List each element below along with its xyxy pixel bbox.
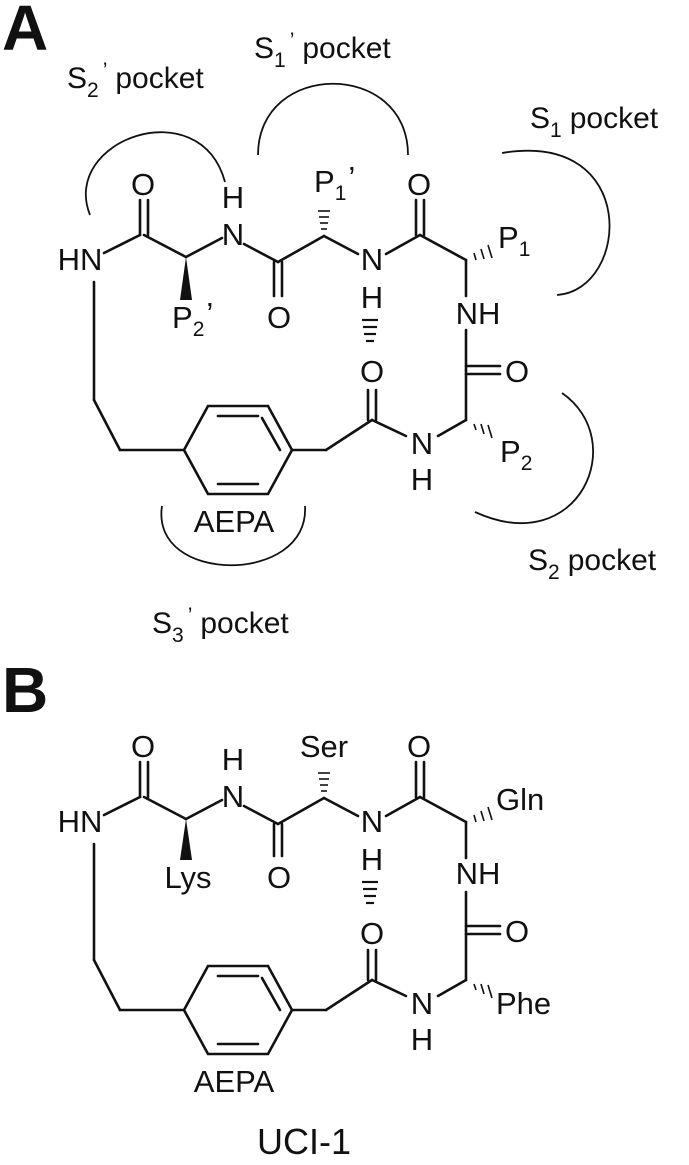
carbonyl-oxygen: O — [360, 354, 384, 389]
amine-hn: HN — [58, 804, 103, 839]
carbonyl-oxygen: O — [505, 914, 529, 949]
side-chain-p1-prime: P1’ — [314, 160, 355, 205]
amide-nitrogen: N — [411, 426, 433, 461]
amide-hydrogen: H — [411, 462, 433, 497]
amide-nitrogen: N — [222, 779, 244, 814]
amide-hydrogen: H — [222, 742, 244, 777]
s2-pocket-arc — [474, 392, 595, 525]
hash-bond — [473, 244, 493, 261]
wedge-bond — [180, 257, 192, 300]
amide-hydrogen: H — [361, 280, 383, 315]
amine-hn: HN — [58, 242, 103, 277]
carbonyl-oxygen: O — [131, 729, 155, 764]
side-chain-lys: Lys — [164, 860, 211, 895]
aepa-linker-label: AEPA — [194, 504, 275, 539]
amide-hydrogen: H — [411, 1022, 433, 1057]
side-chain-phe: Phe — [496, 986, 551, 1021]
s1-pocket-arc — [501, 149, 611, 296]
amide-hydrogen: H — [361, 842, 383, 877]
carbonyl-oxygen: O — [267, 300, 291, 335]
panel-a-letter: A — [2, 0, 48, 64]
s1-prime-pocket-arc — [257, 83, 409, 156]
panel-b: B — [2, 654, 551, 1162]
panel-b-letter: B — [2, 654, 48, 726]
compound-caption: UCI-1 — [257, 1121, 351, 1162]
s1-prime-pocket-label: S1’pocket — [254, 29, 391, 72]
amine-nh: NH — [456, 856, 501, 891]
carbonyl-oxygen: O — [407, 167, 431, 202]
hash-bond — [473, 983, 493, 999]
panel-a-bonds — [92, 198, 502, 496]
side-chain-p1: P1 — [498, 220, 530, 261]
hash-bond — [318, 210, 330, 230]
s3-prime-pocket-label: S3’pocket — [152, 604, 289, 647]
carbonyl-oxygen: O — [407, 729, 431, 764]
side-chain-p2-prime: P2’ — [172, 296, 213, 341]
s2-prime-pocket-arc — [84, 131, 226, 216]
amide-nitrogen: N — [361, 242, 383, 277]
side-chain-gln: Gln — [496, 782, 544, 817]
amine-nh: NH — [456, 296, 501, 331]
aepa-linker-label: AEPA — [194, 1064, 275, 1099]
carbonyl-oxygen: O — [267, 860, 291, 895]
s3-prime-pocket-arc — [160, 505, 306, 567]
side-chain-p2: P2 — [500, 434, 532, 475]
carbonyl-oxygen: O — [360, 916, 384, 951]
amide-nitrogen: N — [361, 804, 383, 839]
hash-bond — [473, 806, 493, 823]
panel-b-bonds — [92, 760, 502, 1056]
wedge-bond — [180, 819, 192, 860]
hash-bond — [318, 772, 330, 792]
carbonyl-oxygen: O — [505, 354, 529, 389]
s2-prime-pocket-label: S2’pocket — [67, 59, 204, 102]
carbonyl-oxygen: O — [131, 167, 155, 202]
amide-nitrogen: N — [411, 986, 433, 1021]
amide-hydrogen: H — [222, 180, 244, 215]
side-chain-ser: Ser — [300, 729, 348, 764]
amide-nitrogen: N — [222, 217, 244, 252]
hash-bond — [473, 423, 493, 439]
